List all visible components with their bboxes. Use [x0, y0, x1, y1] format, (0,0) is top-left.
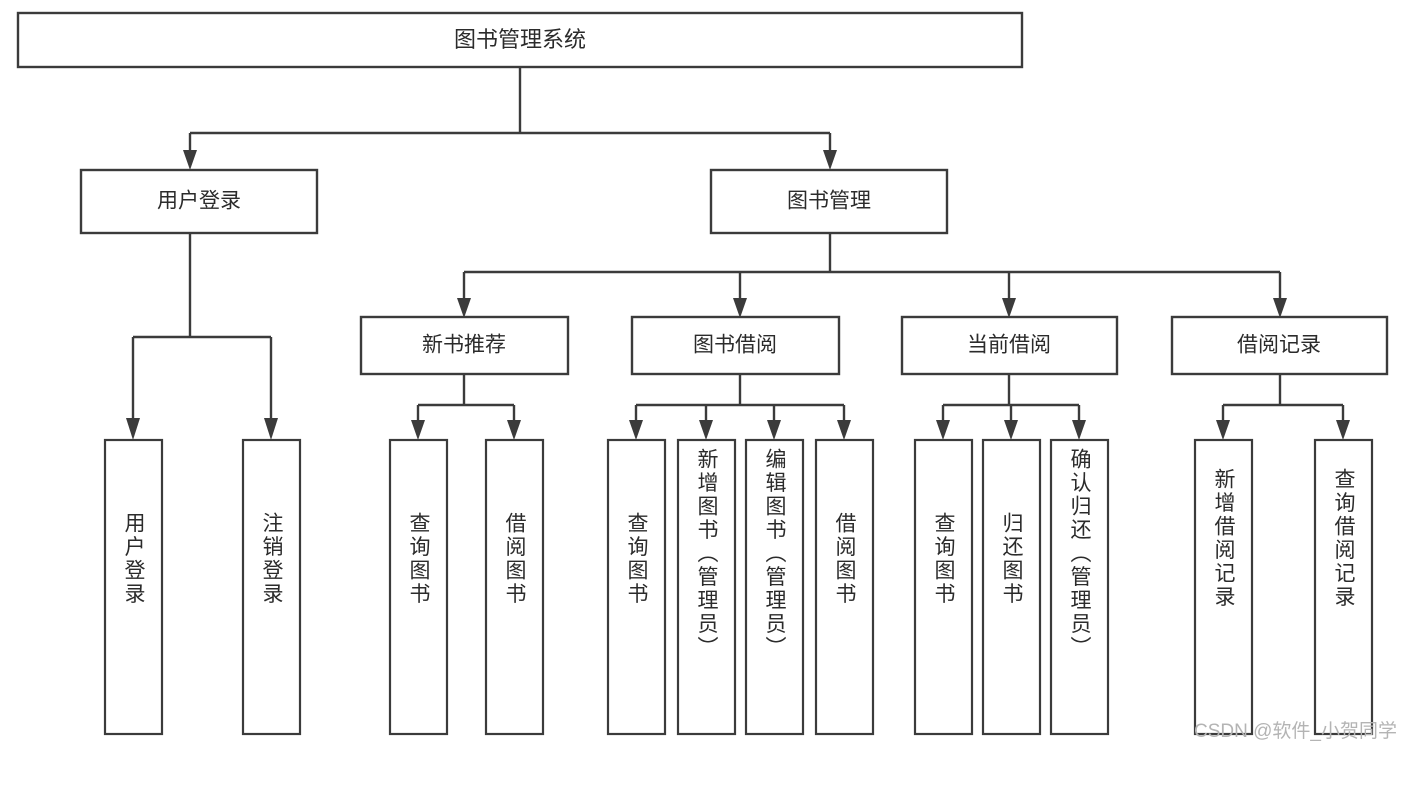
- arrowhead-cb-query-book: [936, 420, 950, 440]
- book-manage-label: 图书管理: [787, 190, 871, 213]
- leaf-box-bb-edit-book[interactable]: [744, 438, 805, 736]
- current-borrow-label: 当前借阅: [967, 334, 1051, 357]
- arrowhead-user-login: [183, 150, 197, 170]
- arrowhead-nb-query-book: [411, 420, 425, 440]
- arrowhead-book-borrow: [733, 298, 747, 318]
- edges-book-borrow-to-leaves: [629, 374, 851, 440]
- arrowhead-bb-borrow-book: [837, 420, 851, 440]
- book-borrow-box[interactable]: [630, 315, 841, 376]
- arrowhead-book-manage: [823, 150, 837, 170]
- borrow-record-label: 借阅记录: [1237, 334, 1321, 357]
- leaf-box-logout[interactable]: [241, 438, 302, 736]
- leaf-boxes: [103, 438, 1374, 736]
- arrowhead-leaf-user-login: [126, 418, 140, 440]
- leaf-box-nb-query-book[interactable]: [388, 438, 449, 736]
- leaf-box-bb-add-book[interactable]: [676, 438, 737, 736]
- user-login-box[interactable]: [79, 168, 319, 235]
- arrowhead-br-add-record: [1216, 420, 1230, 440]
- edges-new-book-to-leaves: [411, 374, 521, 440]
- arrowhead-current-borrow: [1002, 298, 1016, 318]
- node-user-login[interactable]: 用户登录: [79, 168, 319, 235]
- node-book-manage[interactable]: 图书管理: [709, 168, 949, 235]
- node-new-book-recommend[interactable]: 新书推荐: [359, 315, 570, 376]
- leaf-box-bb-borrow-book[interactable]: [814, 438, 875, 736]
- leaf-box-br-add-record[interactable]: [1193, 438, 1254, 736]
- arrowhead-new-book-recommend: [457, 298, 471, 318]
- arrowhead-br-query-record: [1336, 420, 1350, 440]
- edges-root-to-level2: [183, 67, 837, 170]
- leaf-box-cb-return-book[interactable]: [981, 438, 1042, 736]
- borrow-record-box[interactable]: [1170, 315, 1389, 376]
- arrowhead-cb-return-book: [1004, 420, 1018, 440]
- arrowhead-bb-edit-book: [767, 420, 781, 440]
- node-current-borrow[interactable]: 当前借阅: [900, 315, 1119, 376]
- arrowhead-bb-add-book: [699, 420, 713, 440]
- leaf-box-cb-confirm-return[interactable]: [1049, 438, 1110, 736]
- new-book-recommend-box[interactable]: [359, 315, 570, 376]
- root-label: 图书管理系统: [454, 27, 586, 52]
- current-borrow-box[interactable]: [900, 315, 1119, 376]
- arrowhead-cb-confirm-return: [1072, 420, 1086, 440]
- new-book-recommend-label: 新书推荐: [422, 334, 506, 357]
- root-box[interactable]: [16, 11, 1024, 69]
- edges-current-borrow-to-leaves: [936, 374, 1086, 440]
- edges-user-login-to-leaves: [126, 233, 278, 440]
- node-borrow-record[interactable]: 借阅记录: [1170, 315, 1389, 376]
- leaf-box-br-query-record[interactable]: [1313, 438, 1374, 736]
- leaf-box-nb-borrow-book[interactable]: [484, 438, 545, 736]
- leaf-box-cb-query-book[interactable]: [913, 438, 974, 736]
- leaf-box-bb-query-book[interactable]: [606, 438, 667, 736]
- book-manage-box[interactable]: [709, 168, 949, 235]
- edges-book-manage-to-level3: [457, 233, 1287, 318]
- flowchart-diagram: 图书管理系统 用户登录 图书管理 新书推荐 图书借阅 当前借阅 借阅记录: [16, 11, 1397, 742]
- book-borrow-label: 图书借阅: [693, 334, 777, 357]
- flowchart-canvas: 图书管理系统 用户登录 图书管理 新书推荐 图书借阅 当前借阅 借阅记录: [16, 11, 1389, 736]
- leaf-box-user-login[interactable]: [103, 438, 164, 736]
- arrowhead-leaf-logout: [264, 418, 278, 440]
- edges-borrow-record-to-leaves: [1216, 374, 1350, 440]
- arrowhead-borrow-record: [1273, 298, 1287, 318]
- arrowhead-bb-query-book: [629, 420, 643, 440]
- arrowhead-nb-borrow-book: [507, 420, 521, 440]
- node-root-system[interactable]: 图书管理系统: [16, 11, 1024, 69]
- user-login-label: 用户登录: [157, 190, 241, 213]
- node-book-borrow[interactable]: 图书借阅: [630, 315, 841, 376]
